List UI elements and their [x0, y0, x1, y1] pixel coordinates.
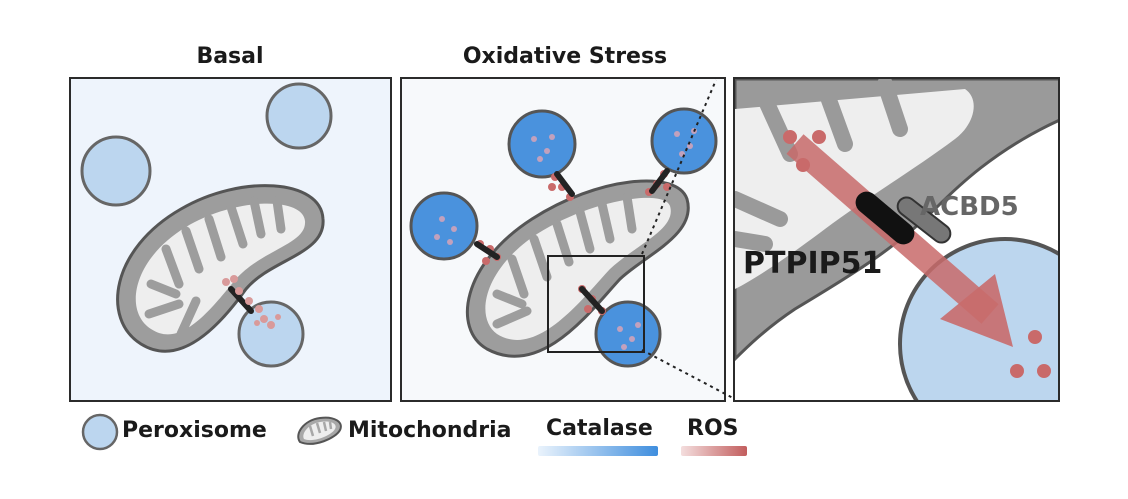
catalase-gradient-bar: [538, 446, 658, 456]
zoom-box: [547, 255, 645, 353]
mitochondria-icon: [116, 184, 325, 353]
oxidative-stress-title: Oxidative Stress: [462, 44, 668, 69]
legend-mitochondria-label: Mitochondria: [348, 418, 512, 443]
peroxisome-icon: [237, 300, 305, 368]
ptpip51-protein-icon: [855, 191, 915, 245]
peroxisome-icon: [507, 109, 577, 179]
contact-site-icon: [222, 275, 281, 329]
peroxisome-icon: [650, 107, 718, 175]
acbd5-protein-icon: [896, 196, 952, 244]
acbd5-label: ACBD5: [920, 192, 1019, 222]
oxidative-stress-panel: [400, 77, 726, 402]
legend-ros-label: ROS: [687, 416, 739, 441]
basal-title: Basal: [196, 44, 264, 69]
basal-diagram: [80, 82, 333, 368]
legend-mitochondria-icon: [297, 416, 342, 445]
basal-panel: [69, 77, 392, 402]
oxidative-stress-diagram: [409, 107, 718, 368]
ptpip51-label: PTPIP51: [743, 246, 883, 281]
zoom-diagram: [735, 79, 1058, 400]
peroxisome-icon: [409, 191, 479, 261]
ros-dots: [783, 130, 1051, 378]
zoom-panel: ACBD5 PTPIP51: [733, 77, 1060, 402]
peroxisome-icon: [265, 82, 333, 150]
peroxisome-icon: [80, 135, 152, 207]
legend-catalase-label: Catalase: [546, 416, 653, 441]
legend-peroxisome-label: Peroxisome: [122, 418, 267, 443]
legend-peroxisome-icon: [81, 413, 119, 451]
mitochondria-icon: [465, 179, 690, 358]
ros-gradient-bar: [681, 446, 747, 456]
